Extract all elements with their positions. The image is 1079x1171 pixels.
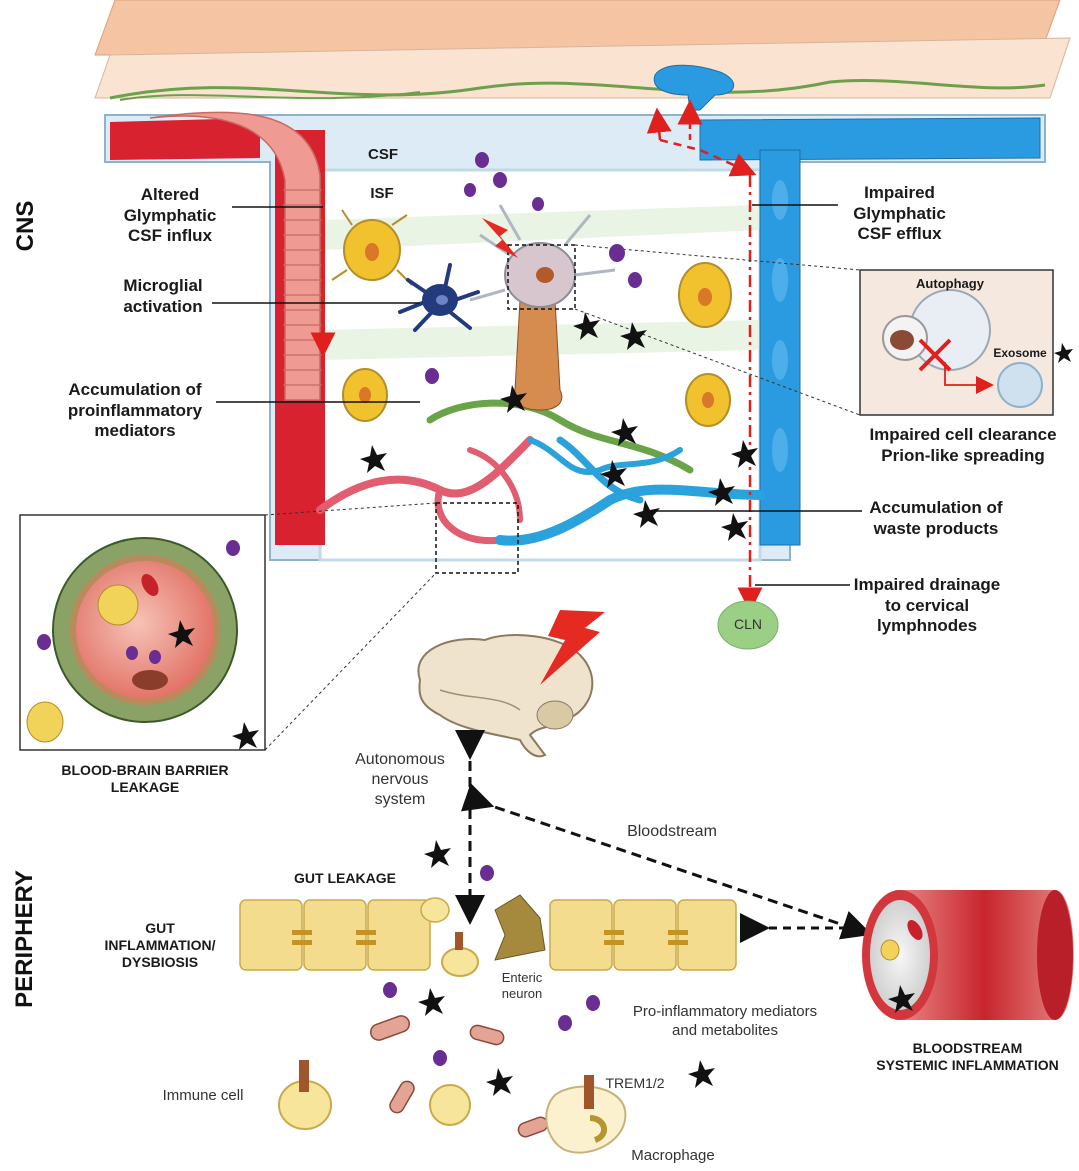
cln-node: [717, 600, 779, 650]
label-bbb-leakage: BLOOD-BRAIN BARRIER LEAKAGE: [61, 762, 229, 796]
label-accumulation-proinflammatory: Accumulation of proinflammatory mediator…: [67, 380, 203, 441]
lightning-icon: [482, 218, 518, 258]
label-autophagy: Autophagy: [916, 276, 984, 291]
blood-vessel-icon: [862, 890, 1074, 1020]
label-exosome: Exosome: [993, 346, 1047, 360]
neuron-icon: [469, 204, 616, 411]
label-bloodstream: Bloodstream: [627, 823, 717, 840]
label-gut-inflammation: GUT INFLAMMATION/ DYSBIOSIS: [104, 920, 216, 971]
vein: [653, 64, 1041, 546]
label-gut-leakage: GUT LEAKAGE: [294, 870, 396, 886]
brain-icon: [417, 634, 594, 758]
label-pro-inflammatory-mediators: Pro-inflammatory mediators and metabolit…: [632, 1003, 818, 1039]
label-isf: ISF: [370, 185, 394, 202]
lightning-icon: [540, 610, 605, 685]
mediator-particles: [37, 152, 642, 1066]
label-autonomous-nervous-system: Autonomous nervous system: [355, 751, 445, 808]
leader-lines: [212, 204, 862, 586]
astrocyte-icon: [331, 209, 732, 427]
autophagy-inset: [574, 244, 1054, 416]
label-macrophage: Macrophage: [631, 1147, 715, 1164]
label-enteric-neuron: Enteric neuron: [501, 970, 543, 1002]
csf-efflux-arrow: [646, 99, 763, 613]
label-bloodstream-systemic-inflammation: BLOODSTREAM SYSTEMIC INFLAMMATION: [876, 1040, 1059, 1074]
label-trem: TREM1/2: [605, 1075, 665, 1091]
label-csf: CSF: [368, 146, 398, 163]
label-accumulation-waste: Accumulation of waste products: [869, 498, 1003, 538]
microglia-icon: [398, 263, 480, 332]
macrophage-icon: [545, 1075, 627, 1154]
label-cln: CLN: [733, 616, 762, 632]
artery: [110, 111, 325, 545]
label-impaired-drainage: Impaired drainage to cervical lymphnodes: [853, 575, 1001, 636]
meninges: [94, 0, 1071, 101]
label-impaired-efflux: Impaired Glymphatic CSF efflux: [853, 183, 946, 244]
section-label-cns: CNS: [12, 200, 39, 252]
label-immune-cell: Immune cell: [162, 1087, 244, 1104]
section-label-periphery: PERIPHERY: [11, 870, 38, 1008]
toxin-particles: [168, 312, 1073, 1096]
bloodstream-arrow: [460, 782, 873, 943]
enteric-neuron-icon: [494, 894, 546, 961]
bacteria-icon: [369, 1015, 549, 1138]
label-impaired-clearance: Impaired cell clearance Prion-like sprea…: [869, 425, 1057, 465]
gut-epithelium-icon: [239, 899, 737, 971]
bbb-inset: [19, 502, 519, 751]
label-altered-influx: Altered Glymphatic CSF influx: [123, 185, 217, 246]
label-microglial-activation: Microglial activation: [123, 276, 203, 316]
immune-cell-icon: [278, 897, 479, 1130]
